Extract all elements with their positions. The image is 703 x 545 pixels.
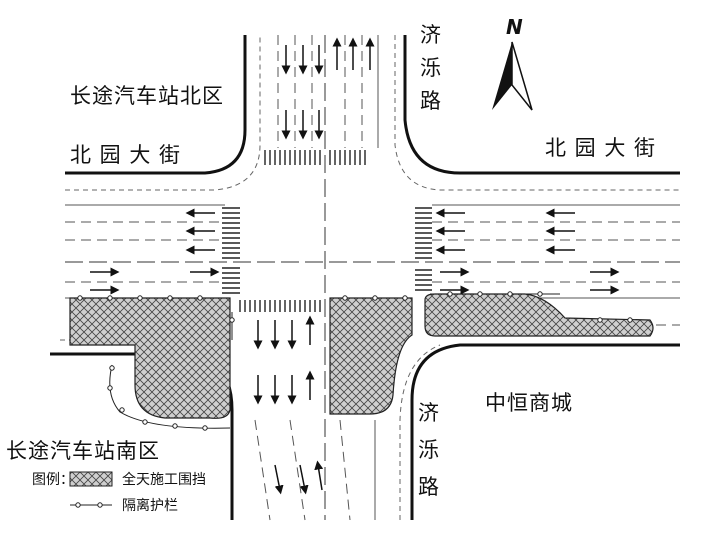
isolation-barriers xyxy=(70,291,633,431)
crosswalk-north xyxy=(264,150,366,165)
lane-arrows-east xyxy=(435,208,620,295)
jiluo-road-top-char-1: 济 xyxy=(420,23,442,47)
jiluo-road-top-char-3: 路 xyxy=(420,89,442,113)
crosswalk-east xyxy=(415,207,432,291)
jiluo-road-bottom-char-3: 路 xyxy=(418,475,440,499)
construction-zone-sw xyxy=(69,297,231,419)
crosswalk-west xyxy=(222,207,240,294)
jiluo-road-bottom-char-2: 泺 xyxy=(418,438,440,462)
mall-label: 中恒商城 xyxy=(485,391,573,415)
legend-barrier-label: 隔离护栏 xyxy=(122,497,178,514)
legend-construction-swatch xyxy=(69,471,113,487)
construction-zones xyxy=(69,293,654,419)
beiyuan-street-right-label: 北 园 大 街 xyxy=(545,136,656,160)
construction-zone-center xyxy=(329,297,413,415)
construction-zone-se xyxy=(424,293,654,337)
jiluo-road-top-char-2: 泺 xyxy=(420,56,442,80)
jiluo-road-bottom-char-1: 济 xyxy=(418,401,440,425)
crosswalk-south xyxy=(239,300,321,312)
curb-se xyxy=(410,343,680,520)
ns-lane-lines xyxy=(254,35,379,521)
inner-curbs xyxy=(60,35,680,520)
lane-arrows-west xyxy=(90,208,220,295)
beiyuan-street-left-label: 北 园 大 街 xyxy=(70,143,181,167)
legend-title: 图例： xyxy=(32,472,74,488)
north-bus-station-label: 长途汽车站北区 xyxy=(70,84,224,108)
lane-arrows-north xyxy=(281,37,375,140)
crosswalks xyxy=(222,150,432,312)
curb-ne xyxy=(403,35,680,175)
curb-nw xyxy=(65,35,247,175)
north-arrow-label: N xyxy=(506,15,523,39)
south-bus-station-label: 长途汽车站南区 xyxy=(6,439,160,463)
north-arrow-icon: N xyxy=(492,15,533,111)
legend: 图例： 全天施工围挡 隔离护栏 xyxy=(32,471,206,514)
legend-construction-label: 全天施工围挡 xyxy=(122,471,206,488)
lane-arrows-south xyxy=(253,315,324,495)
